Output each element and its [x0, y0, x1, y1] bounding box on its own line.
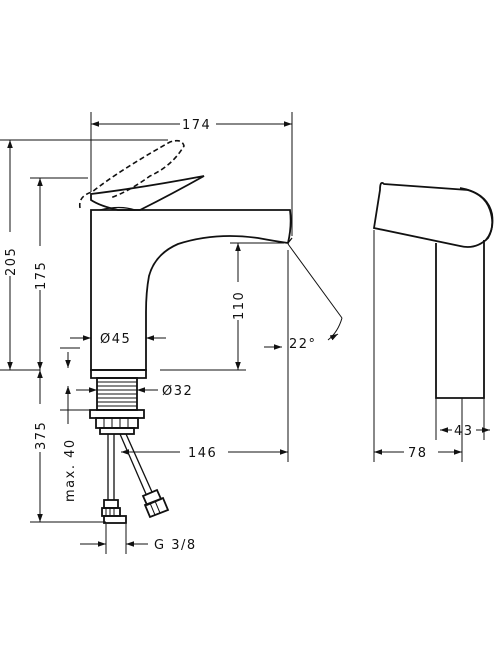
faucet-side-view: [372, 181, 494, 399]
dim-78: 78: [373, 230, 463, 462]
dim-174-label: 174: [182, 118, 211, 133]
mounting-nut: [89, 409, 145, 435]
dim-375: 375: [30, 370, 106, 523]
dim-22-label: 22°: [289, 337, 317, 352]
side-column: [435, 240, 485, 399]
faucet-body-outline: [90, 209, 292, 371]
dim-g38-label: G 3/8: [154, 538, 197, 553]
dim-110: 110: [160, 242, 284, 371]
dim-32-label: Ø32: [162, 384, 193, 399]
base-plate: [90, 369, 147, 379]
dim-45: Ø45: [70, 332, 166, 347]
dim-22-degree: 22°: [263, 243, 343, 352]
dim-146-label: 146: [188, 446, 217, 461]
dim-43-label: 43: [454, 424, 474, 439]
dim-175: 175: [30, 177, 88, 370]
faucet-front-view: [78, 139, 293, 524]
dim-175-label: 175: [34, 261, 49, 290]
lever-handle-raised: [78, 139, 185, 209]
dim-78-label: 78: [408, 446, 428, 461]
dim-max-40-label: max. 40: [63, 438, 78, 502]
supply-hoses: [101, 433, 170, 524]
dim-43: 43: [435, 398, 490, 440]
dim-146: 146: [121, 250, 289, 462]
dim-45-label: Ø45: [100, 332, 131, 347]
dim-375-label: 375: [34, 421, 49, 450]
dim-32: Ø32: [76, 384, 193, 399]
dim-174: 174: [90, 112, 293, 236]
dim-205: 205: [0, 139, 168, 371]
dim-g38: G 3/8: [80, 524, 197, 554]
threaded-shank: [96, 377, 138, 411]
dim-110-label: 110: [232, 291, 247, 320]
dim-205-label: 205: [4, 247, 19, 276]
dim-max-40: max. 40: [60, 347, 90, 502]
